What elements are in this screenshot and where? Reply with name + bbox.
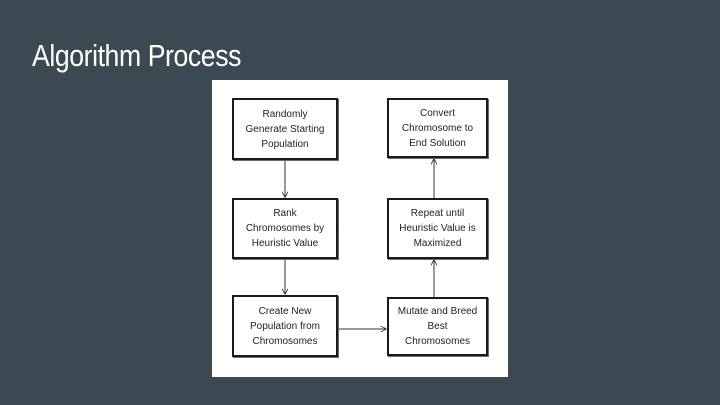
flow-box-label: Create New Population from Chromosomes <box>249 305 321 347</box>
slide-title: Algorithm Process <box>32 38 242 73</box>
flow-box-repeat-until: Repeat until Heuristic Value is Maximize… <box>387 198 488 259</box>
flow-box-label: Repeat until Heuristic Value is Maximize… <box>399 208 476 249</box>
flowchart-diagram: Randomly Generate Starting Population Co… <box>212 80 508 377</box>
flowchart-connectors <box>212 80 508 377</box>
flow-box-label: Mutate and Breed Best Chromosomes <box>397 306 478 347</box>
flow-box-mutate-breed: Mutate and Breed Best Chromosomes <box>387 297 488 356</box>
flow-box-label: Convert Chromosome to End Solution <box>401 107 474 149</box>
flow-box-convert-chromosome: Convert Chromosome to End Solution <box>387 98 488 158</box>
flow-box-rank-chromosomes: Rank Chromosomes by Heuristic Value <box>232 198 338 259</box>
flow-box-label: Randomly Generate Starting Population <box>245 108 325 150</box>
flow-box-label: Rank Chromosomes by Heuristic Value <box>245 208 325 249</box>
flow-box-create-population: Create New Population from Chromosomes <box>232 295 338 357</box>
flow-box-randomly-generate: Randomly Generate Starting Population <box>232 98 338 160</box>
